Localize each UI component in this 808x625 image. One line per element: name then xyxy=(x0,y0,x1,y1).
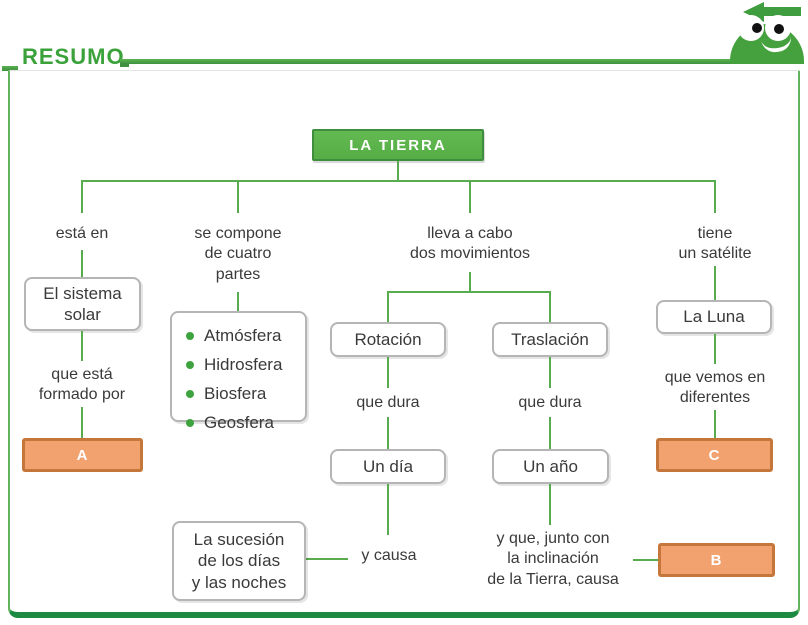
node-rotacion: Rotación xyxy=(330,322,446,357)
connector-line xyxy=(549,484,551,525)
node-sistema-solar: El sistema solar xyxy=(24,277,141,331)
edge-se-compone: se compone de cuatro partes xyxy=(194,225,282,283)
connector-line xyxy=(306,558,348,560)
list-item-label: Geosfera xyxy=(204,413,274,432)
connector-line xyxy=(81,180,83,213)
header-rule xyxy=(120,59,798,64)
connector-line xyxy=(633,559,658,561)
edge-junto-inclinacion: y que, junto con la inclinación de la Ti… xyxy=(487,530,619,588)
frog-pupil-left xyxy=(752,23,762,33)
connector-line xyxy=(387,417,389,449)
list-item-label: Biosfera xyxy=(204,384,267,403)
connector-line xyxy=(397,161,399,181)
connector-line xyxy=(714,180,716,213)
connector-line xyxy=(549,291,551,322)
list-item: Geosfera xyxy=(186,413,305,433)
connector-line xyxy=(387,291,389,322)
list-item: Atmósfera xyxy=(186,326,305,346)
answer-box-c: C xyxy=(656,438,773,472)
connector-line xyxy=(81,180,716,182)
diagram-frame xyxy=(8,70,800,618)
edge-que-vemos: que vemos en diferentes xyxy=(664,369,766,407)
header-rule-notch xyxy=(120,63,129,67)
connector-line xyxy=(714,334,716,364)
edge-que-dura-traslacion: que dura xyxy=(518,394,582,411)
node-un-dia: Un día xyxy=(330,449,446,484)
connector-line xyxy=(469,180,471,213)
edge-que-dura-rotacion: que dura xyxy=(356,394,420,411)
list-item: Hidrosfera xyxy=(186,355,305,375)
connector-line xyxy=(387,291,551,293)
node-la-tierra: LA TIERRA xyxy=(312,129,484,161)
bullet-icon xyxy=(186,332,194,340)
answer-box-b: B xyxy=(658,543,775,577)
connector-line xyxy=(714,266,716,300)
header-tick xyxy=(2,66,18,71)
page-title: RESUMO xyxy=(22,44,125,69)
connector-line xyxy=(237,292,239,311)
connector-line xyxy=(387,357,389,388)
connector-line xyxy=(237,180,239,213)
node-traslacion: Traslación xyxy=(492,322,608,357)
list-item-label: Hidrosfera xyxy=(204,355,283,374)
connector-line xyxy=(387,484,389,535)
list-item: Biosfera xyxy=(186,384,305,404)
connector-line xyxy=(81,250,83,277)
node-un-ano: Un año xyxy=(492,449,609,484)
bullet-icon xyxy=(186,361,194,369)
answer-box-a: A xyxy=(22,438,143,472)
node-sucesion-dias-noches: La sucesión de los días y las noches xyxy=(172,521,306,601)
list-item-label: Atmósfera xyxy=(204,326,282,345)
connector-line xyxy=(469,272,471,293)
back-arrow-shaft xyxy=(763,7,801,16)
connector-line xyxy=(81,407,83,438)
node-partes-list: Atmósfera Hidrosfera Biosfera Geosfera xyxy=(170,311,307,432)
connector-line xyxy=(81,331,83,361)
edge-esta-en: está en xyxy=(55,225,109,242)
edge-y-causa: y causa xyxy=(361,547,417,564)
edge-que-esta-formado-por: que está formado por xyxy=(38,366,126,404)
frog-mascot-icon xyxy=(710,0,808,64)
bullet-icon xyxy=(186,419,194,427)
edge-lleva-a-cabo: lleva a cabo dos movimientos xyxy=(409,225,531,263)
node-la-luna: La Luna xyxy=(656,300,772,334)
frog-pupil-right xyxy=(774,24,784,34)
connector-line xyxy=(549,417,551,449)
edge-tiene-satelite: tiene un satélite xyxy=(678,225,752,263)
connector-line xyxy=(714,410,716,438)
bullet-icon xyxy=(186,390,194,398)
connector-line xyxy=(549,357,551,388)
